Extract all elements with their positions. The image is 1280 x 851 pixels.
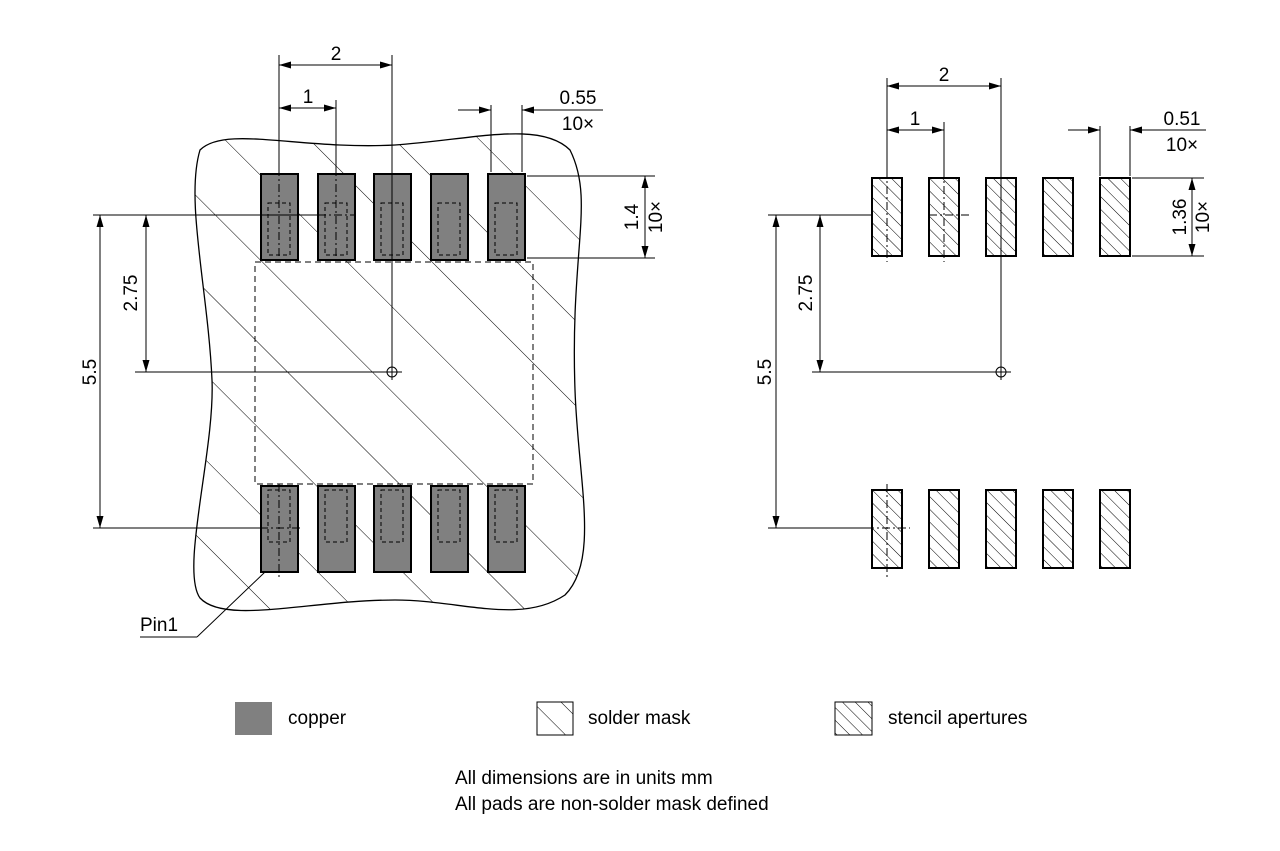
legend-solder-mask-label: solder mask: [588, 708, 691, 729]
dim-half-span-label: 2.75: [121, 275, 142, 312]
stencil-aperture: [1042, 177, 1074, 257]
right-view: 2 1 0.51 10× 1.36: [755, 65, 1214, 578]
legend-stencil-label: stencil apertures: [888, 708, 1027, 729]
copper-pad: [373, 485, 412, 573]
bottom-pad-row: [260, 485, 526, 573]
stencil-aperture: [1099, 177, 1131, 257]
dim-half-span-right: 2.75: [796, 214, 993, 373]
dim-aperture-height: 1.36 10×: [1132, 177, 1214, 257]
stencil-aperture: [1042, 489, 1074, 569]
dim-span-right: 5.5: [755, 214, 866, 529]
dim-pitch-2: 2: [278, 44, 393, 365]
dim-span: 5.5: [80, 214, 262, 529]
stencil-aperture: [928, 489, 960, 569]
lead-outline: [494, 489, 518, 543]
dim-half-span: 2.75: [121, 214, 384, 373]
dim-pad-width-label: 0.55: [560, 88, 597, 109]
dim-aperture-width: 0.51 10×: [1068, 109, 1206, 176]
legend-copper-label: copper: [288, 708, 347, 729]
legend-stencil-swatch: [834, 701, 873, 736]
lead-outline: [437, 489, 461, 543]
legend: copper solder mask stencil apertures: [235, 701, 1027, 736]
dim-pad-height: 1.4 10×: [527, 175, 667, 259]
copper-pad: [487, 173, 526, 261]
copper-pad: [317, 485, 356, 573]
pad-center-lines: [260, 168, 356, 578]
dim-pad-height-count: 10×: [646, 201, 667, 233]
dim-pitch-1-right-label: 1: [910, 109, 921, 130]
dim-pitch-1-right: 1: [887, 109, 945, 176]
dim-pitch-1: 1: [279, 87, 337, 172]
dim-pitch-2-right-label: 2: [939, 65, 950, 86]
stencil-aperture: [1099, 489, 1131, 569]
dim-aperture-height-count: 10×: [1193, 201, 1214, 233]
dim-pitch-1-label: 1: [303, 87, 314, 108]
notes: All dimensions are in units mm All pads …: [455, 768, 769, 815]
lead-outline: [324, 489, 348, 543]
dim-aperture-width-count: 10×: [1166, 135, 1198, 156]
copper-pad: [430, 173, 469, 261]
bottom-aperture-row: [871, 489, 1131, 569]
note-pads: All pads are non-solder mask defined: [455, 794, 769, 815]
lead-outline: [437, 202, 461, 256]
dim-span-label: 5.5: [80, 359, 101, 385]
center-mark: [384, 364, 402, 380]
dim-pad-width-count: 10×: [562, 114, 594, 135]
dim-aperture-height-label: 1.36: [1170, 199, 1191, 236]
stencil-aperture: [985, 489, 1017, 569]
dim-pitch-2-label: 2: [331, 44, 342, 65]
copper-pad: [430, 485, 469, 573]
copper-pad: [487, 485, 526, 573]
center-mark-right: [993, 364, 1011, 380]
pin1-callout: Pin1: [140, 571, 266, 638]
note-units: All dimensions are in units mm: [455, 768, 713, 789]
dim-pad-width: 0.55 10×: [458, 88, 603, 172]
left-view: 2 1 0.55 10× 1.4: [80, 44, 667, 638]
pin1-label: Pin1: [140, 615, 178, 636]
dim-span-right-label: 5.5: [755, 359, 776, 385]
dim-half-span-right-label: 2.75: [796, 275, 817, 312]
lead-outline: [494, 202, 518, 256]
dim-pitch-2-right: 2: [886, 65, 1002, 365]
dim-aperture-width-label: 0.51: [1164, 109, 1201, 130]
legend-copper-swatch: [235, 702, 272, 735]
dim-pad-height-label: 1.4: [622, 203, 643, 230]
lead-outline: [380, 489, 404, 543]
aperture-center-lines: [866, 170, 970, 578]
legend-solder-mask-swatch: [536, 701, 574, 736]
